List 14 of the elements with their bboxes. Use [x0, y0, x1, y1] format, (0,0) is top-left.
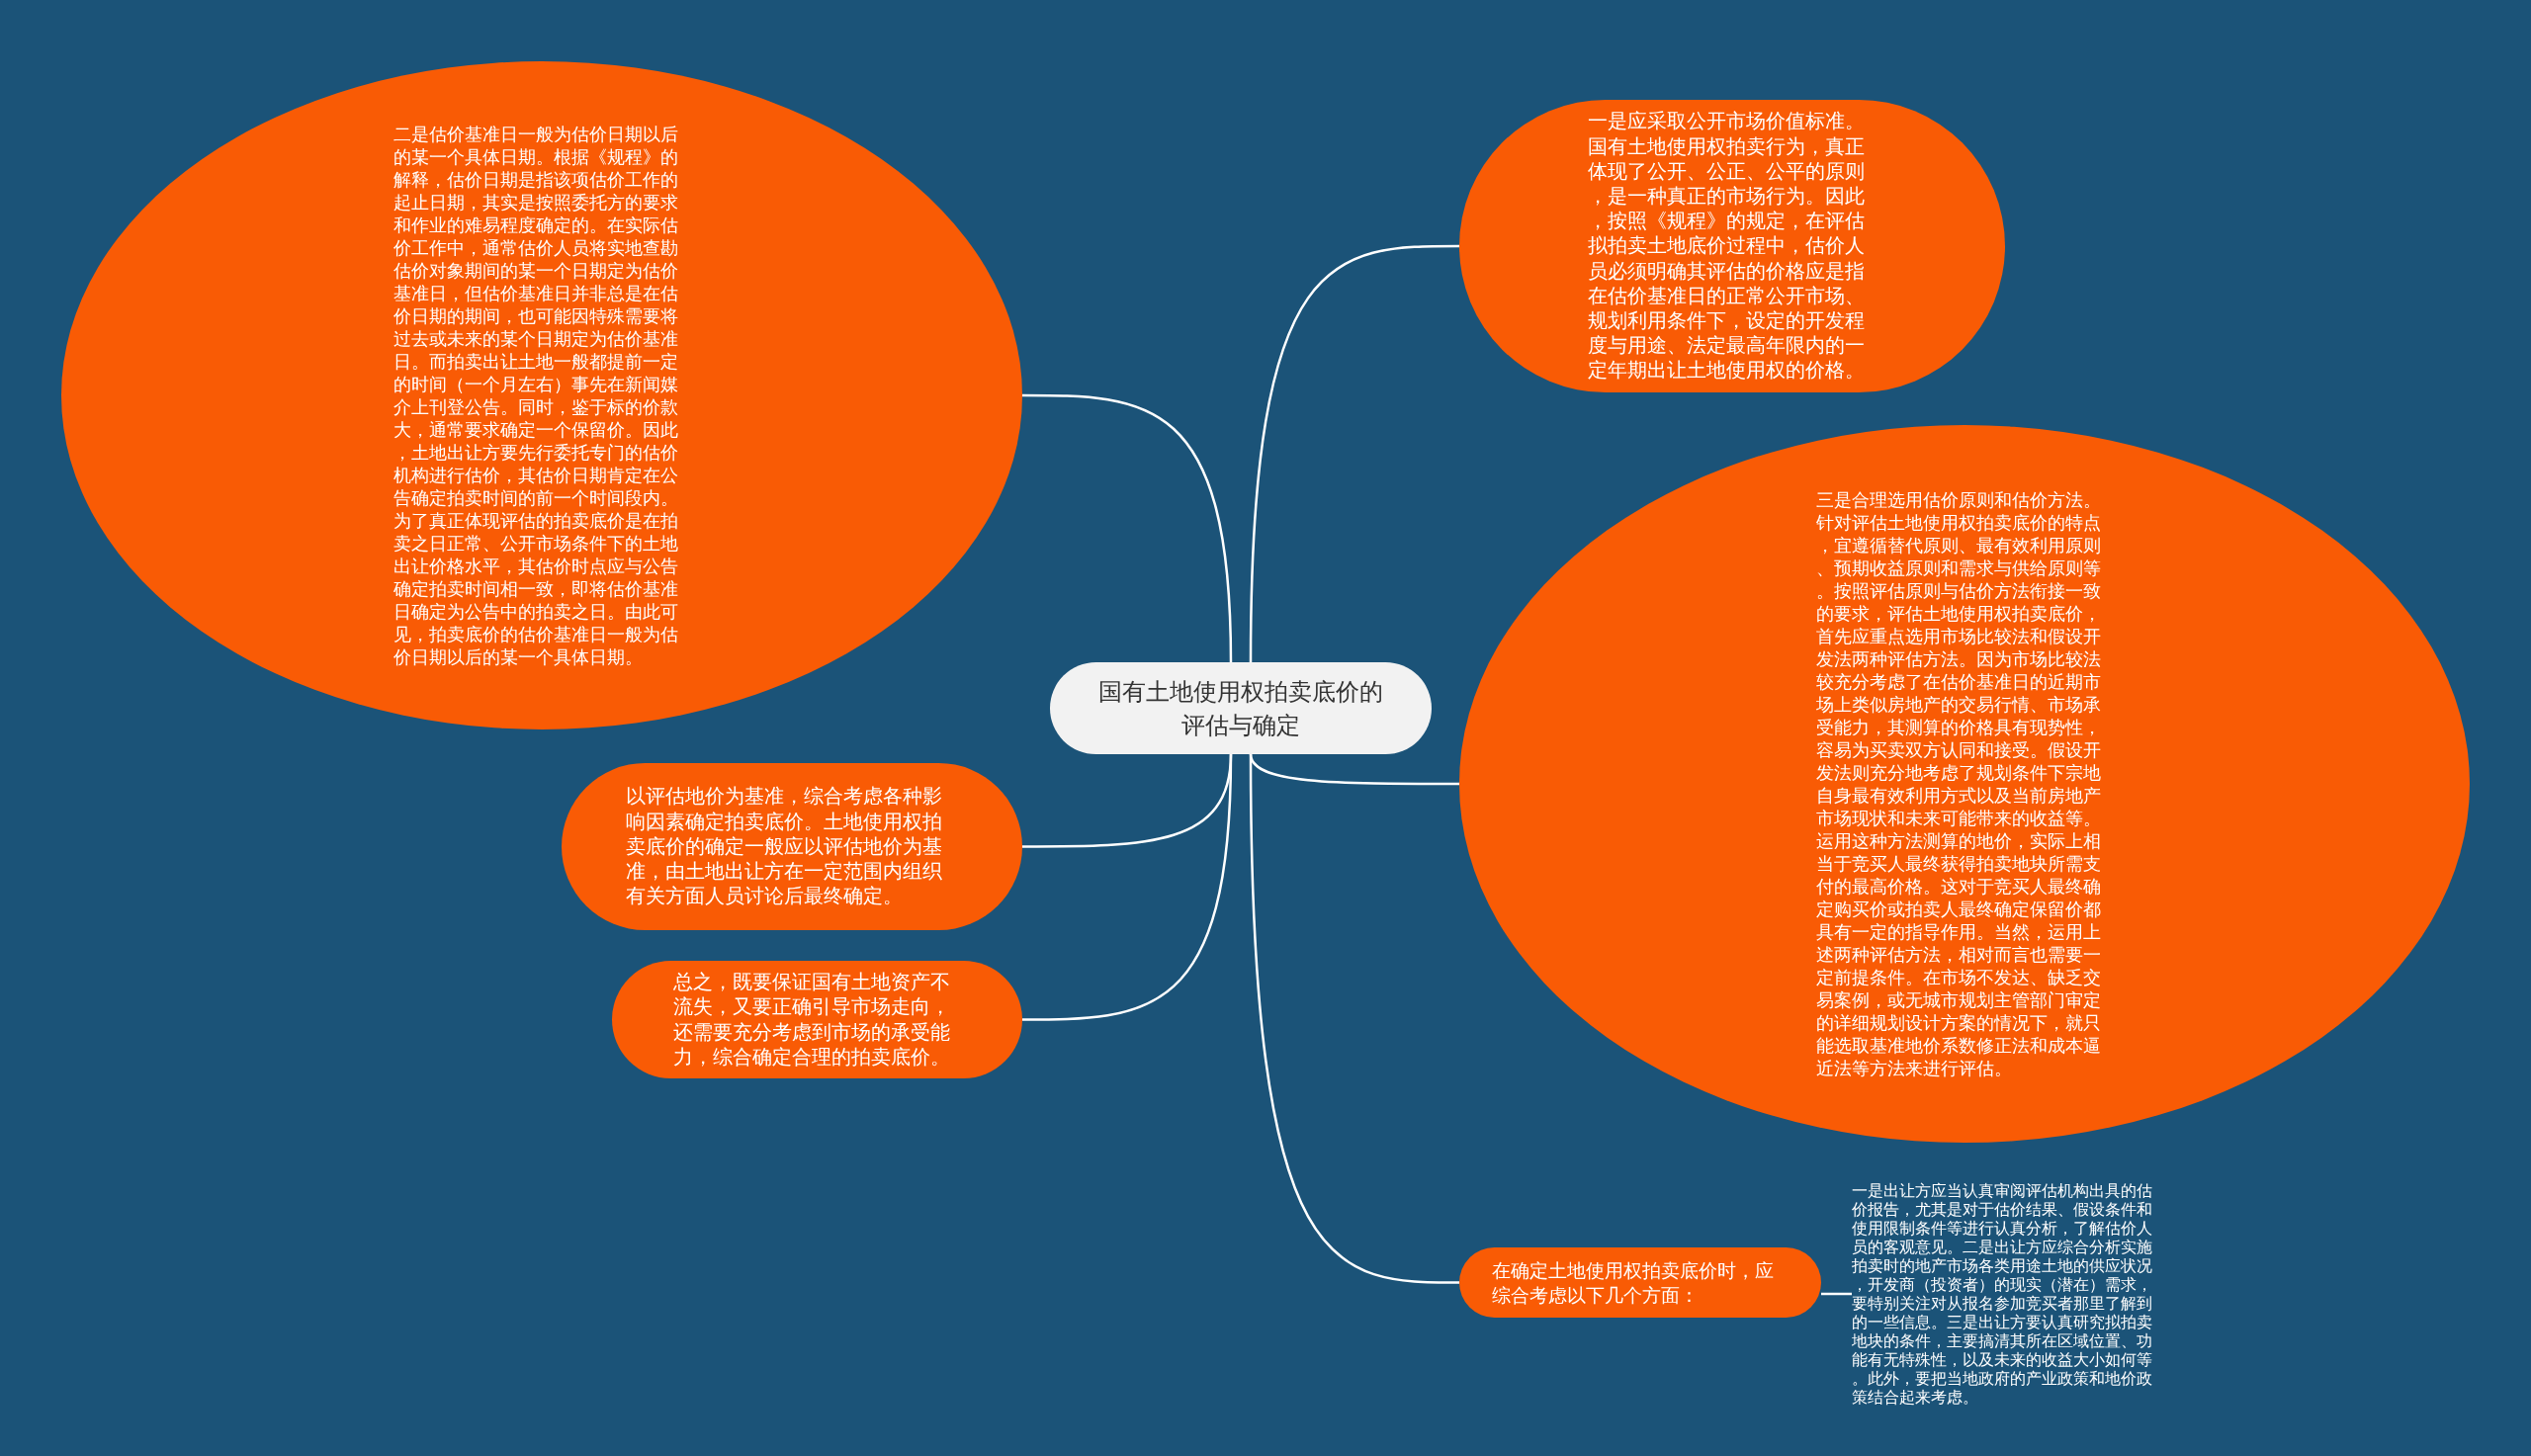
node-text: 在确定土地使用权拍卖底价时，应综合考虑以下几个方面：	[1492, 1257, 1775, 1308]
connector-line	[1022, 393, 1233, 663]
node-text: 总之，既要保证国有土地资产不流失，又要正确引导市场走向，还需要充分考虑到市场的承受能力，综合确定合理的拍卖底价。	[672, 970, 951, 1070]
node-text: 以评估地价为基准，综合考虑各种影响因素确定拍卖底价。土地使用权拍卖底价的确定一般应以评估地价为基准，由土地出让方在一定范围内组织有关方面人员讨论后最终确定。	[626, 784, 943, 909]
note-text: 一是出让方应当认真审阅评估机构出具的估价报告，尤其是对于估价结果、假设条件和使用限制条件等进行认真分析，了解估价人员的客观意见。二是出让方应综合分析实施拍卖时的地产市场各类用途土地的供应状况，开发商（投资者）的现实（潜在）需求，要特别关注对从报名参加竞买者那里了解到的一些信息。三是出让方要认真研究拟拍卖地块的条件，主要搞清其所在区域位置、功能有无特殊性，以及未来的收益大小如何等。此外，要把当地政府的产业政策和地价政策结合起来考虑。	[1852, 1181, 2153, 1407]
connector-line	[1249, 754, 1459, 1284]
node-text: 三是合理选用估价原则和估价方法。针对评估土地使用权拍卖底价的特点，宜遵循替代原则、最有效利用原则、预期收益原则和需求与供给原则等。按照评估原则与估价方法衔接一致的要求，评估土地使用权拍卖底价，首先应重点选用市场比较法和假设开发法两种评估方法。因为市场比较法较充分考虑了在估价基准日的近期市场上类似房地产的交易行情、市场承受能力，其测算的价格具有现势性，容易为买卖双方认同和接受。假设开发法则充分地考虑了规划条件下宗地自身最有效利用方式以及当前房地产市场现状和未来可能带来的收益等。运用这种方法测算的地价，实际上相当于竞买人最终获得拍卖地块所需支付的最高价格。这对于竞买人最终确定购买价或拍卖人最终确定保留价都具有一定的指导作用。当然，运用上述两种评估方法，相对而言也需要一定前提条件。在市场不发达、缺乏交易案例，或无城市规划主管部门审定的详细规划设计方案的情况下，就只能选取基准地价系数修正法和成本逼近法等方法来进行评估。	[1816, 488, 2102, 1079]
connector-line	[1821, 1292, 1852, 1296]
node-text: 二是估价基准日一般为估价日期以后的某一个具体日期。根据《规程》的解释，估价日期是指该项估价工作的起止日期，其实是按照委托方的要求和作业的难易程度确定的。在实际估价工作中，通常估价人员将实地查勘估价对象期间的某一个日期定为估价基准日，但估价基准日并非总是在估价日期的期间，也可能因特殊需要将过去或未来的某个日期定为估价基准日。而拍卖出让土地一般都提前一定的时间（一个月左右）事先在新闻媒介上刊登公告。同时，鉴于标的价款大，通常要求确定一个保留价。因此，土地出让方要先行委托专门的估价机构进行估价，其估价日期肯定在公告确定拍卖时间的前一个时间段内。为了真正体现评估的拍卖底价是在拍卖之日正常、公开市场条件下的土地出让价格水平，其估价时点应与公告确定拍卖时间相一致，即将估价基准日确定为公告中的拍卖之日。由此可见，拍卖底价的估价基准日一般为估价日期以后的某一个具体日期。	[393, 123, 679, 668]
node-text: 一是应采取公开市场价值标准。国有土地使用权拍卖行为，真正体现了公开、公正、公平的原则，是一种真正的市场行为。因此，按照《规程》的规定，在评估拟拍卖土地底价过程中，估价人员必须明确其评估的价格应是指在估价基准日的正常公开市场、规划利用条件下，设定的开发程度与用途、法定最高年限内的一定年期出让土地使用权的价格。	[1588, 109, 1866, 384]
node-text: 国有土地使用权拍卖底价的评估与确定	[1097, 676, 1384, 741]
connector-line	[1022, 753, 1233, 1021]
connector-line	[1249, 753, 1459, 786]
connector-line	[1249, 244, 1459, 663]
